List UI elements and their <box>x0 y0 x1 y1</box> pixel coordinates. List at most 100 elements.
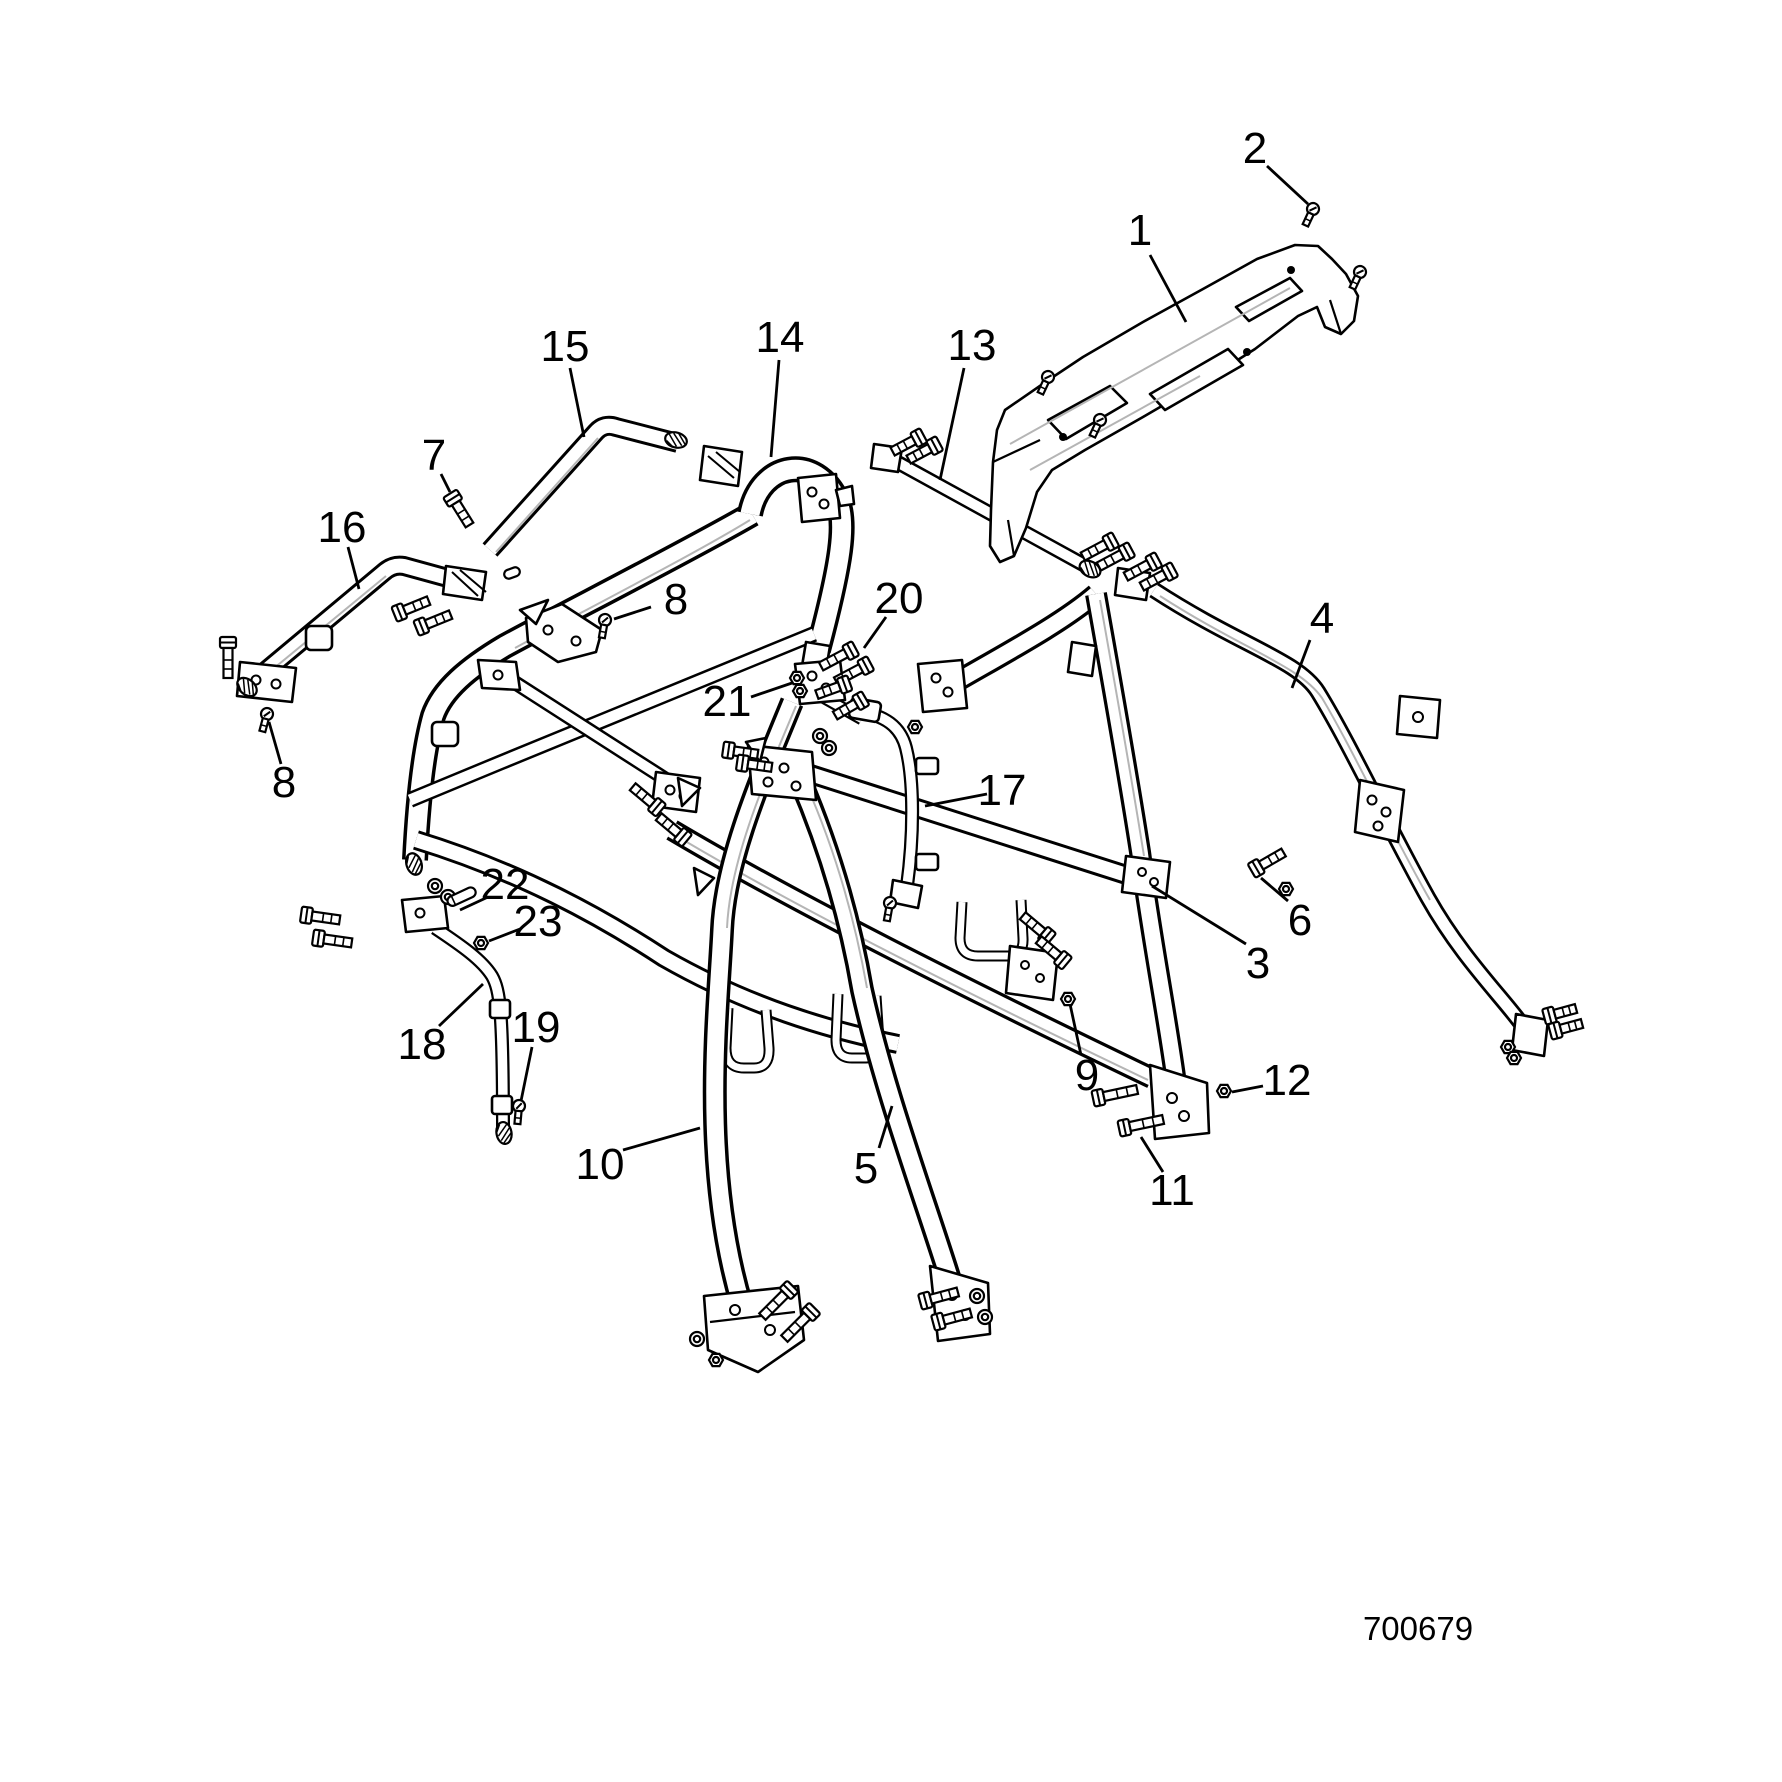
small-plate <box>692 866 716 897</box>
screw-part <box>511 1098 527 1126</box>
nut-part <box>472 935 490 951</box>
screw-part <box>1036 369 1056 397</box>
callout-label-1: 1 <box>1128 206 1152 255</box>
screw-part <box>258 706 275 734</box>
hatch-part <box>236 676 258 698</box>
screw-part <box>882 895 898 923</box>
washer-part <box>688 1330 706 1348</box>
bolt-part <box>1090 1083 1140 1108</box>
callout-label-8: 8 <box>664 575 688 624</box>
clamp-block <box>488 998 512 1020</box>
loop-tube <box>726 1008 769 1068</box>
callout-label-7: 7 <box>422 431 446 480</box>
bracket <box>1004 944 1060 1002</box>
bolt-part <box>817 640 860 672</box>
callout-label-9: 9 <box>1075 1051 1099 1100</box>
bolt-part <box>1116 1113 1166 1138</box>
leader-line-12 <box>1231 1084 1264 1094</box>
pill-part <box>503 566 521 580</box>
callout-label-13: 13 <box>948 321 997 370</box>
washer-part <box>968 1287 986 1305</box>
nut-part <box>1505 1050 1523 1066</box>
leader-line-19 <box>519 1046 534 1102</box>
nut-part <box>707 1352 725 1368</box>
bolt-part <box>654 811 693 847</box>
fastener-layer <box>218 201 1585 1368</box>
bolt-part <box>1034 934 1073 970</box>
callout-label-6: 6 <box>1288 896 1312 945</box>
callout-label-4: 4 <box>1310 594 1334 643</box>
bolt-part <box>779 1302 821 1344</box>
leader-line-10 <box>622 1126 701 1152</box>
bolt-part <box>218 635 238 680</box>
nut-part <box>791 683 809 699</box>
leader-line-22 <box>459 895 489 912</box>
leader-line-6 <box>1260 876 1289 903</box>
washer-part <box>811 727 829 745</box>
callout-label-21: 21 <box>703 677 752 726</box>
leader-line-11 <box>1139 1136 1165 1173</box>
bracket <box>1353 778 1406 844</box>
bolt-part <box>1247 847 1288 879</box>
nut-part <box>1277 881 1295 897</box>
part-1-panel <box>988 243 1360 564</box>
foot-bracket <box>888 878 924 910</box>
bolt-part <box>1095 541 1136 572</box>
leader-line-7 <box>439 473 452 493</box>
washer-part <box>426 877 444 895</box>
callout-label-12: 12 <box>1263 1056 1312 1105</box>
leader-line-14 <box>769 359 781 458</box>
callout-label-19: 19 <box>512 1003 561 1052</box>
callout-label-23: 23 <box>514 897 563 946</box>
screw-part <box>1088 412 1108 440</box>
small-plate <box>676 776 702 808</box>
callout-label-20: 20 <box>875 574 924 623</box>
bracket <box>1510 1012 1550 1058</box>
leader-line-8 <box>267 721 283 765</box>
callout-label-11: 11 <box>1149 1166 1195 1215</box>
bolt-part <box>1122 551 1163 582</box>
washer-part <box>976 1308 994 1326</box>
bracket <box>796 472 842 524</box>
bolt-part <box>628 781 667 817</box>
nut-part <box>1215 1083 1233 1099</box>
leader-line-16 <box>346 546 361 590</box>
leader-line-17 <box>924 792 988 808</box>
leader-line-4 <box>1290 639 1312 689</box>
screw-part <box>1348 264 1368 292</box>
callout-label-16: 16 <box>318 503 367 552</box>
leader-line-20 <box>862 616 888 649</box>
bolt-part <box>390 595 432 623</box>
screw-part <box>1301 201 1321 229</box>
hatch-part <box>1078 559 1102 579</box>
pin-part <box>446 886 477 907</box>
bolt-part <box>831 690 870 721</box>
bolt-part <box>412 609 454 637</box>
bracket <box>524 602 604 664</box>
bolt-part <box>917 1286 961 1311</box>
nut-part <box>906 719 924 735</box>
bracket <box>1066 640 1098 678</box>
callout-label-10: 10 <box>576 1140 625 1189</box>
clamp-block <box>914 852 940 872</box>
bolt-part <box>442 489 475 529</box>
bolt-part <box>299 905 342 926</box>
panel-window <box>1148 347 1245 412</box>
callout-label-8: 8 <box>272 758 296 807</box>
leader-line-15 <box>568 367 586 438</box>
leader-line-3 <box>1151 884 1247 946</box>
clamp-block <box>490 1094 514 1116</box>
callout-label-18: 18 <box>398 1020 447 1069</box>
clamp-block <box>304 624 334 652</box>
hatch-part <box>404 852 424 876</box>
clamp-block <box>430 720 460 748</box>
callout-label-22: 22 <box>481 860 530 909</box>
leader-line-23 <box>488 927 521 943</box>
washer-part <box>820 739 838 757</box>
nut-part <box>1059 991 1077 1007</box>
bolt-part <box>1547 1017 1585 1041</box>
hatch-part <box>495 1120 513 1146</box>
callout-label-3: 3 <box>1246 939 1270 988</box>
